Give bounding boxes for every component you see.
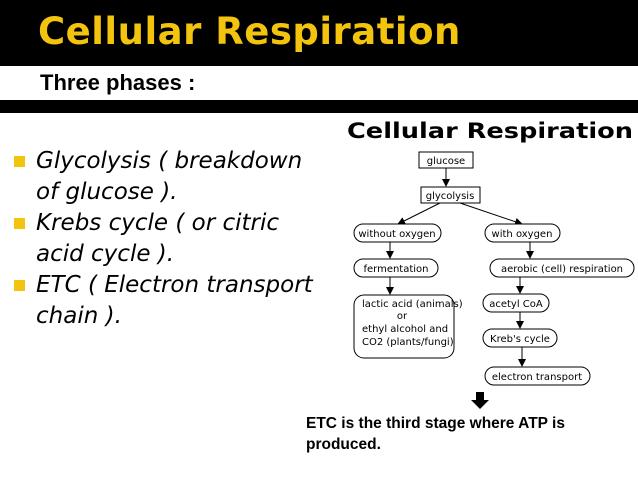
without-oxygen-label: without oxygen [358,229,435,240]
bullet-text: ETC ( Electron transport chain ). [36,272,313,329]
without-oxygen-oval [353,223,442,243]
diagram-title: Cellular Respiration [347,119,633,143]
with-oxygen-oval [484,223,561,243]
aerobic-respiration-label: aerobic (cell) respiration [501,264,623,275]
etc-note: ETC is the third stage where ATP is prod… [306,415,565,453]
bullet-item-glycolysis: Glycolysis ( breakdown of glucose ). [14,146,314,208]
bullet-list: Glycolysis ( breakdown of glucose ). Kre… [14,146,314,332]
glucose-label: glucose [427,156,465,167]
subtitle-bar [0,66,638,100]
square-bullet-icon [14,156,25,167]
products-line-3: ethyl alcohol and [362,324,448,335]
krebs-cycle-label: Kreb's cycle [490,334,550,345]
electron-transport-label: electron transport [492,372,582,383]
down-arrow-icon [471,392,489,409]
aerobic-respiration-oval [489,258,635,278]
bullet-text: Krebs cycle ( or citric acid cycle ). [36,210,280,267]
slide-subtitle: Three phases : [40,70,196,95]
bullet-item-krebs: Krebs cycle ( or citric acid cycle ). [14,208,314,270]
bullet-item-etc: ETC ( Electron transport chain ). [14,270,314,332]
square-bullet-icon [14,218,25,229]
products-line-4: CO2 (plants/fungi) [362,337,454,348]
slide-title: Cellular Respiration [38,10,461,53]
bullet-text: Glycolysis ( breakdown of glucose ). [36,148,303,205]
krebs-cycle-oval [482,328,558,348]
respiration-diagram: Cellular Respiration glucose glycolysis … [347,119,635,409]
fermentation-label: fermentation [363,264,428,275]
electron-transport-oval [484,366,591,386]
glycolysis-box [420,186,481,204]
arrow-to-without-oxygen [397,202,441,225]
with-oxygen-label: with oxygen [492,229,553,240]
glycolysis-label: glycolysis [426,191,475,202]
products-line-2: or [397,311,408,322]
arrow-to-with-oxygen [459,202,523,226]
acetyl-coa-label: acetyl CoA [489,299,543,310]
acetyl-coa-oval [482,293,550,313]
products-line-1: lactic acid (animals) [362,299,463,310]
fermentation-products-box [353,294,455,359]
square-bullet-icon [14,280,25,291]
fermentation-oval [353,258,439,278]
